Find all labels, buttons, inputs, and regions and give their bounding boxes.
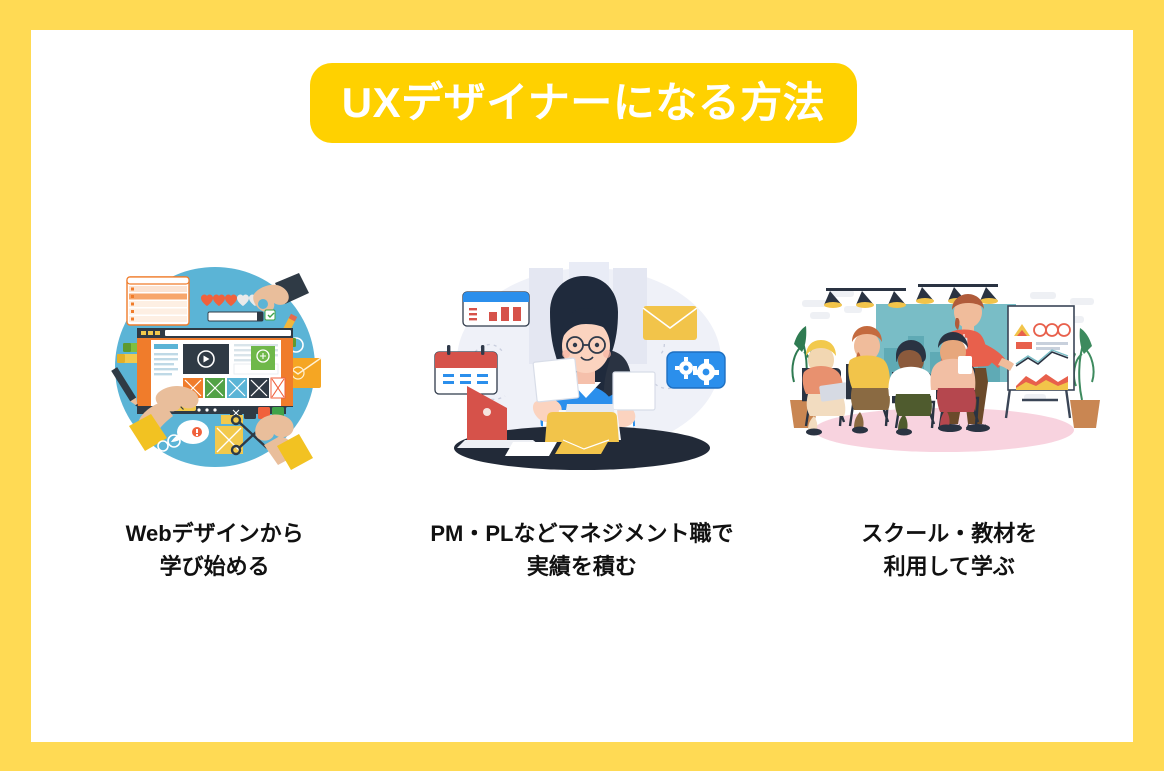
step-caption-1: Webデザインから 学び始める	[125, 521, 304, 579]
step-column-1: Webデザインから 学び始める	[31, 260, 398, 583]
page-title-pill: UXデザイナーになる方法	[310, 63, 857, 143]
step-column-3: スクール・教材を 利用して学ぶ	[766, 260, 1133, 583]
manager-at-desk-illustration	[417, 260, 747, 475]
steps-row: Webデザインから 学び始める	[31, 260, 1133, 583]
web-design-workspace-illustration	[50, 260, 380, 475]
step-column-2: PM・PLなどマネジメント職で 実績を積む	[398, 260, 765, 583]
classroom-seminar-illustration	[784, 260, 1114, 475]
step-caption-2: PM・PLなどマネジメント職で 実績を積む	[430, 521, 734, 579]
step-caption-3: スクール・教材を 利用して学ぶ	[861, 521, 1038, 579]
poster-canvas: UXデザイナーになる方法	[31, 30, 1133, 742]
page-title: UXデザイナーになる方法	[341, 79, 826, 126]
